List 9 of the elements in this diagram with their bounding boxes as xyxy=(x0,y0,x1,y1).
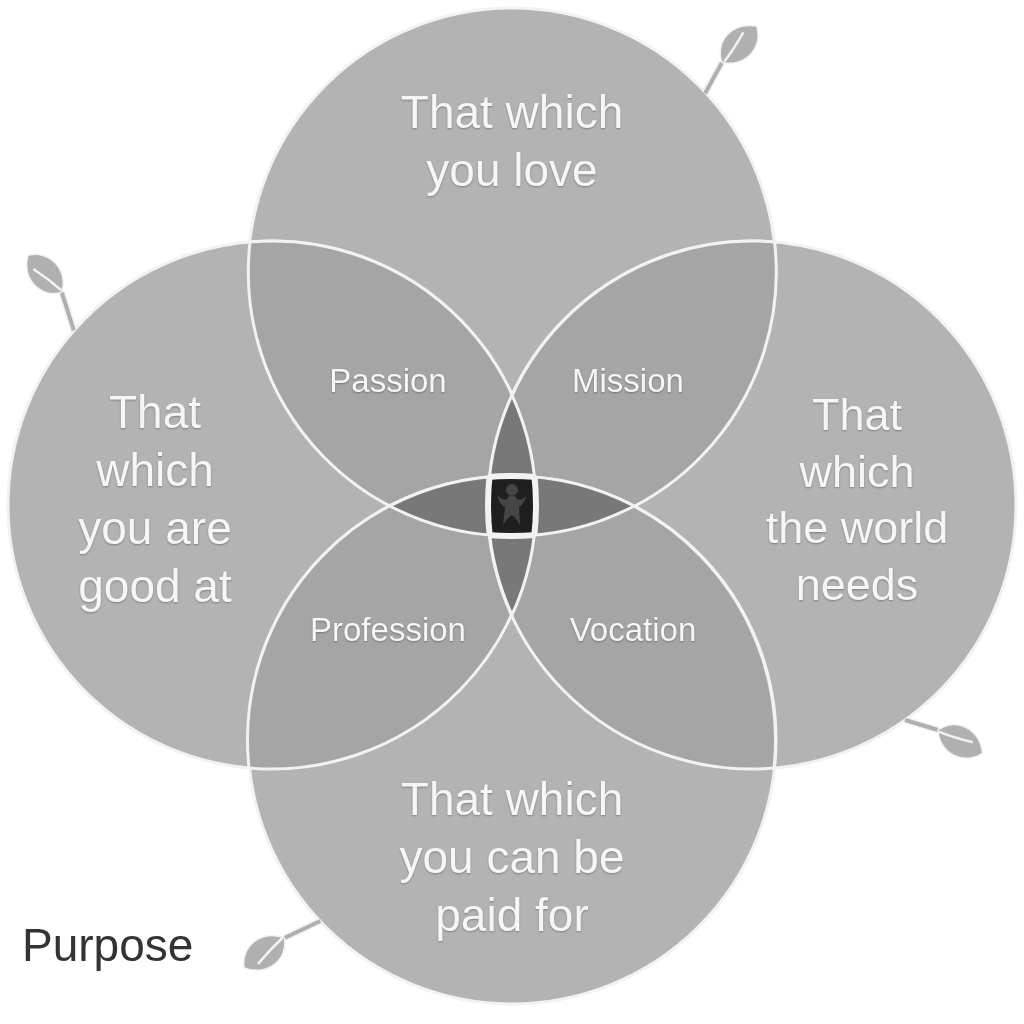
region-label: Passion xyxy=(328,361,448,402)
region-label: That which you love xyxy=(399,85,625,198)
diagram-label: Purpose xyxy=(22,918,194,972)
region-label: That which the world needs xyxy=(764,387,950,612)
region-label: That which you can be paid for xyxy=(398,772,626,943)
region-label: Mission xyxy=(571,361,685,402)
region-label: That which you are good at xyxy=(77,385,233,614)
region-label: Profession xyxy=(309,610,467,651)
region-label: Vocation xyxy=(568,610,698,651)
